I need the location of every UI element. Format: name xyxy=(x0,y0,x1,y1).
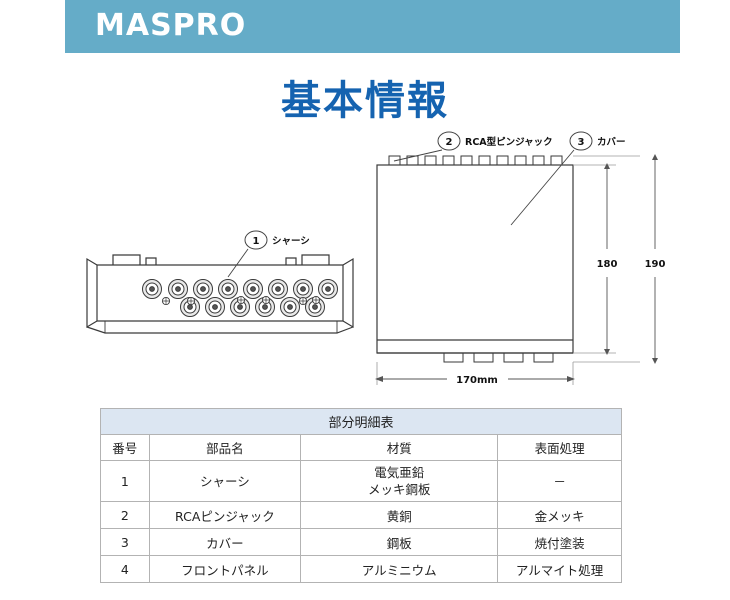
header-banner: MASPRO xyxy=(65,0,680,53)
page-title: 基本情報 xyxy=(281,78,449,124)
row-4-no: 4 xyxy=(100,555,150,583)
row-1-partname: シャーシ xyxy=(148,460,302,502)
row-4-finish: アルマイト処理 xyxy=(497,555,622,583)
row-2-finish: 金メッキ xyxy=(497,501,622,529)
callout-1-label: シャーシ xyxy=(272,236,310,247)
dimension-190 xyxy=(652,154,658,364)
parts-detail-table: 部分明細表 番号 部品名 材質 表面処理 1 シャーシ 電気亜鉛 メッキ鋼板 －… xyxy=(100,408,622,583)
row-1-finish: － xyxy=(497,460,622,502)
dimension-190-label: 190 xyxy=(645,259,666,270)
callout-2: 2 RCA型ピンジャック xyxy=(393,131,553,162)
row-4-partname: フロントパネル xyxy=(148,555,302,583)
column-header-material: 材質 xyxy=(300,434,499,461)
callout-2-number: 2 xyxy=(446,137,453,148)
dimension-180 xyxy=(604,163,610,355)
dimension-180-label: 180 xyxy=(597,259,618,270)
front-panel-view xyxy=(86,254,354,334)
table-caption-row: 部分明細表 xyxy=(100,408,622,435)
product-diagram: 1 シャーシ xyxy=(0,125,730,405)
row-4-material: アルミニウム xyxy=(300,555,499,583)
row-2-material: 黄銅 xyxy=(300,501,499,529)
callout-1: 1 シャーシ xyxy=(227,230,310,278)
table-header-row: 番号 部品名 材質 表面処理 xyxy=(100,434,622,461)
table-row: 3 カバー 鋼板 焼付塗装 xyxy=(100,528,622,556)
maspro-logo: MASPRO xyxy=(95,8,247,43)
callout-3-label: カバー xyxy=(597,136,626,148)
rca-jack-cluster xyxy=(142,279,338,317)
column-header-no: 番号 xyxy=(100,434,150,461)
dimension-170mm xyxy=(375,376,575,382)
callout-3-number: 3 xyxy=(578,137,585,148)
row-1-material: 電気亜鉛 メッキ鋼板 xyxy=(300,460,499,502)
table-row: 2 RCAピンジャック 黄銅 金メッキ xyxy=(100,501,622,529)
row-1-material-line1: 電気亜鉛 xyxy=(374,465,425,480)
row-3-finish: 焼付塗装 xyxy=(497,528,622,556)
callout-1-number: 1 xyxy=(253,236,260,247)
callout-3: 3 カバー xyxy=(510,131,626,226)
row-3-no: 3 xyxy=(100,528,150,556)
table-caption: 部分明細表 xyxy=(100,408,622,435)
row-3-partname: カバー xyxy=(148,528,302,556)
column-header-finish: 表面処理 xyxy=(497,434,622,461)
column-header-partname: 部品名 xyxy=(148,434,302,461)
row-2-partname: RCAピンジャック xyxy=(148,501,302,529)
row-1-material-line2: メッキ鋼板 xyxy=(367,482,431,497)
table-row: 1 シャーシ 電気亜鉛 メッキ鋼板 － xyxy=(100,460,622,502)
row-3-material: 鋼板 xyxy=(300,528,499,556)
dimension-170mm-label: 170mm xyxy=(456,375,498,386)
row-2-no: 2 xyxy=(100,501,150,529)
cover-section-view xyxy=(376,155,574,363)
callout-2-label: RCA型ピンジャック xyxy=(465,136,553,148)
row-1-no: 1 xyxy=(100,460,150,502)
table-row: 4 フロントパネル アルミニウム アルマイト処理 xyxy=(100,555,622,583)
